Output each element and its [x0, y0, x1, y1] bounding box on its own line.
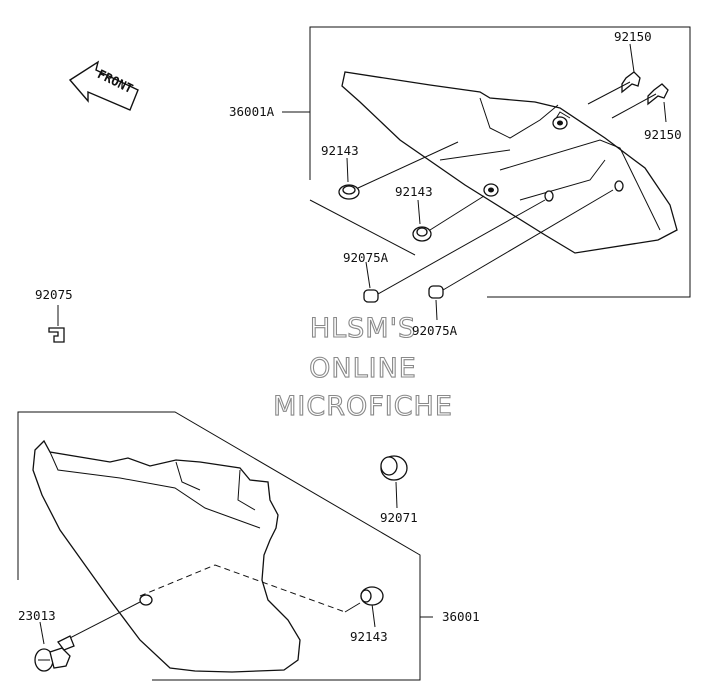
upper-leader-lines: [282, 43, 667, 321]
front-arrow-icon: FRONT: [68, 60, 139, 111]
label-23013: 23013: [18, 608, 56, 623]
upper-frame: [309, 26, 691, 298]
screw-23013-icon: [34, 635, 75, 672]
bolt-92150-right-icon: [611, 83, 669, 119]
clip-92075-icon: [48, 305, 65, 343]
watermark-line-2: ONLINE: [309, 353, 417, 384]
label-92075a-right: 92075A: [412, 323, 458, 338]
label-36001a: 36001A: [229, 104, 275, 119]
watermark-line-1: HLSM'S: [310, 313, 416, 344]
label-92075a-left: 92075A: [343, 250, 389, 265]
grommet-92143-mid-icon: [412, 226, 432, 242]
lower-leader-lines: [39, 564, 376, 645]
watermark-line-3: MICROFICHE: [273, 391, 453, 422]
lower-side-cover-36001: [32, 439, 301, 673]
collar-92075a-right-icon: [428, 285, 444, 299]
label-92150-top: 92150: [614, 29, 652, 44]
upper-side-cover-36001a: [341, 71, 678, 254]
label-92143-lower: 92143: [350, 629, 388, 644]
grommet-92143-left-icon: [338, 184, 360, 200]
label-92143-mid: 92143: [395, 184, 433, 199]
label-92075: 92075: [35, 287, 73, 302]
label-92071: 92071: [380, 510, 418, 525]
watermark: HLSM'S ONLINE MICROFICHE: [273, 312, 453, 422]
bolt-92150-top-icon: [587, 71, 641, 105]
label-36001: 36001: [442, 609, 480, 624]
grommet-92143-lower-icon: [360, 586, 384, 606]
collar-92075a-left-icon: [363, 289, 379, 303]
label-92150-right: 92150: [644, 127, 682, 142]
part-labels: 92150 92150 36001A 92143 92143 92075A 92…: [18, 29, 682, 644]
label-92143-left: 92143: [321, 143, 359, 158]
lower-frame: [17, 411, 433, 681]
grommet-92071-icon: [380, 455, 408, 509]
